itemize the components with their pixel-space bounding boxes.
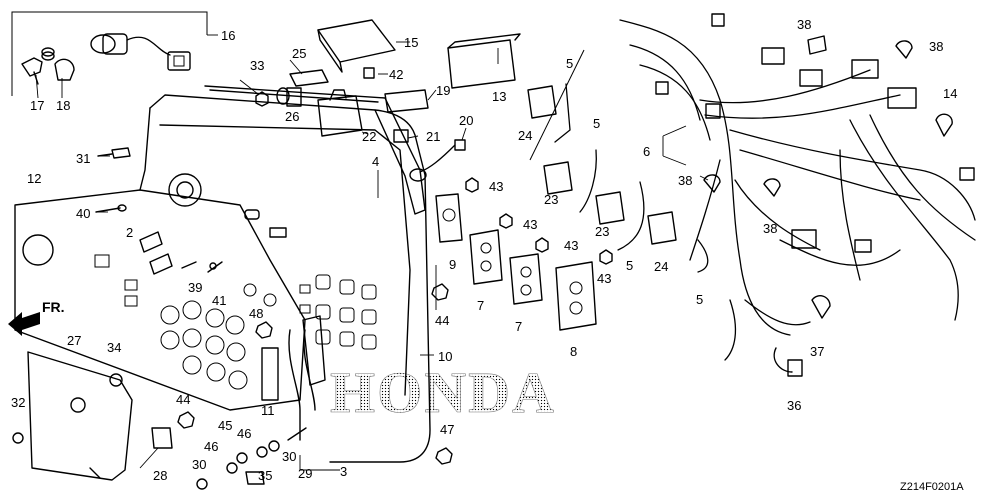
callout-26: 26: [285, 109, 299, 124]
callout-18: 18: [56, 98, 70, 113]
callout-numbers: 16 17 18 25 15 33 42 19 26 22 21 13 20 4…: [11, 17, 957, 483]
callout-2: 2: [126, 225, 133, 240]
callout-32: 32: [11, 395, 25, 410]
callout-27: 27: [67, 333, 81, 348]
callout-31: 31: [76, 151, 90, 166]
callout-38b: 38: [797, 17, 811, 32]
callout-40: 40: [76, 206, 90, 221]
callout-21: 21: [426, 129, 440, 144]
callout-43d: 43: [597, 271, 611, 286]
callout-7a: 7: [477, 298, 484, 313]
callout-16: 16: [221, 28, 235, 43]
callout-24b: 24: [654, 259, 668, 274]
callout-5d: 5: [696, 292, 703, 307]
callout-17: 17: [30, 98, 44, 113]
ignition-switch-group: [11, 11, 218, 96]
callout-36: 36: [787, 398, 801, 413]
panel-cover: [27, 351, 133, 481]
callout-7b: 7: [515, 319, 522, 334]
callout-38c: 38: [929, 39, 943, 54]
callout-34: 34: [107, 340, 121, 355]
callout-46b: 46: [237, 426, 251, 441]
callout-47: 47: [440, 422, 454, 437]
callout-41: 41: [212, 293, 226, 308]
callout-15: 15: [404, 35, 418, 50]
callout-33: 33: [250, 58, 264, 73]
wire-harness: [619, 13, 976, 377]
callout-22: 22: [362, 129, 376, 144]
callout-29: 29: [298, 466, 312, 481]
diagram-code: Z214F0201A: [900, 481, 964, 493]
front-direction-arrow: FR.: [8, 299, 65, 336]
callout-23b: 23: [595, 224, 609, 239]
callout-4: 4: [372, 154, 379, 169]
leader-lines: [35, 41, 709, 471]
callout-38a: 38: [678, 173, 692, 188]
callout-37: 37: [810, 344, 824, 359]
front-panel-plate: [14, 189, 306, 411]
callout-43c: 43: [564, 238, 578, 253]
callout-35: 35: [258, 468, 272, 483]
callout-48: 48: [249, 306, 263, 321]
callout-44a: 44: [176, 392, 190, 407]
callout-43b: 43: [523, 217, 537, 232]
callout-30b: 30: [282, 449, 296, 464]
callout-38d: 38: [763, 221, 777, 236]
callout-43a: 43: [489, 179, 503, 194]
callout-20: 20: [459, 113, 473, 128]
honda-watermark: HONDA: [330, 360, 556, 426]
svg-text:HONDA: HONDA: [330, 360, 556, 425]
callout-42: 42: [389, 67, 403, 82]
callout-46a: 46: [204, 439, 218, 454]
callout-23a: 23: [544, 192, 558, 207]
callout-44b: 44: [435, 313, 449, 328]
callout-45: 45: [218, 418, 232, 433]
callout-13: 13: [492, 89, 506, 104]
svg-text:FR.: FR.: [42, 299, 65, 315]
callout-19: 19: [436, 83, 450, 98]
callout-5a: 5: [566, 56, 573, 71]
callout-14: 14: [943, 86, 957, 101]
receptacles-and-breakers: [435, 49, 709, 331]
callout-5b: 5: [593, 116, 600, 131]
callout-24a: 24: [518, 128, 532, 143]
callout-10: 10: [438, 349, 452, 364]
callout-8: 8: [570, 344, 577, 359]
callout-3: 3: [340, 464, 347, 479]
callout-30a: 30: [192, 457, 206, 472]
callout-39: 39: [188, 280, 202, 295]
callout-25: 25: [292, 46, 306, 61]
callout-5c: 5: [626, 258, 633, 273]
callout-6: 6: [643, 144, 650, 159]
callout-12: 12: [27, 171, 41, 186]
callout-28: 28: [153, 468, 167, 483]
callout-9: 9: [449, 257, 456, 272]
small-parts: [12, 19, 521, 490]
callout-11: 11: [261, 403, 275, 418]
